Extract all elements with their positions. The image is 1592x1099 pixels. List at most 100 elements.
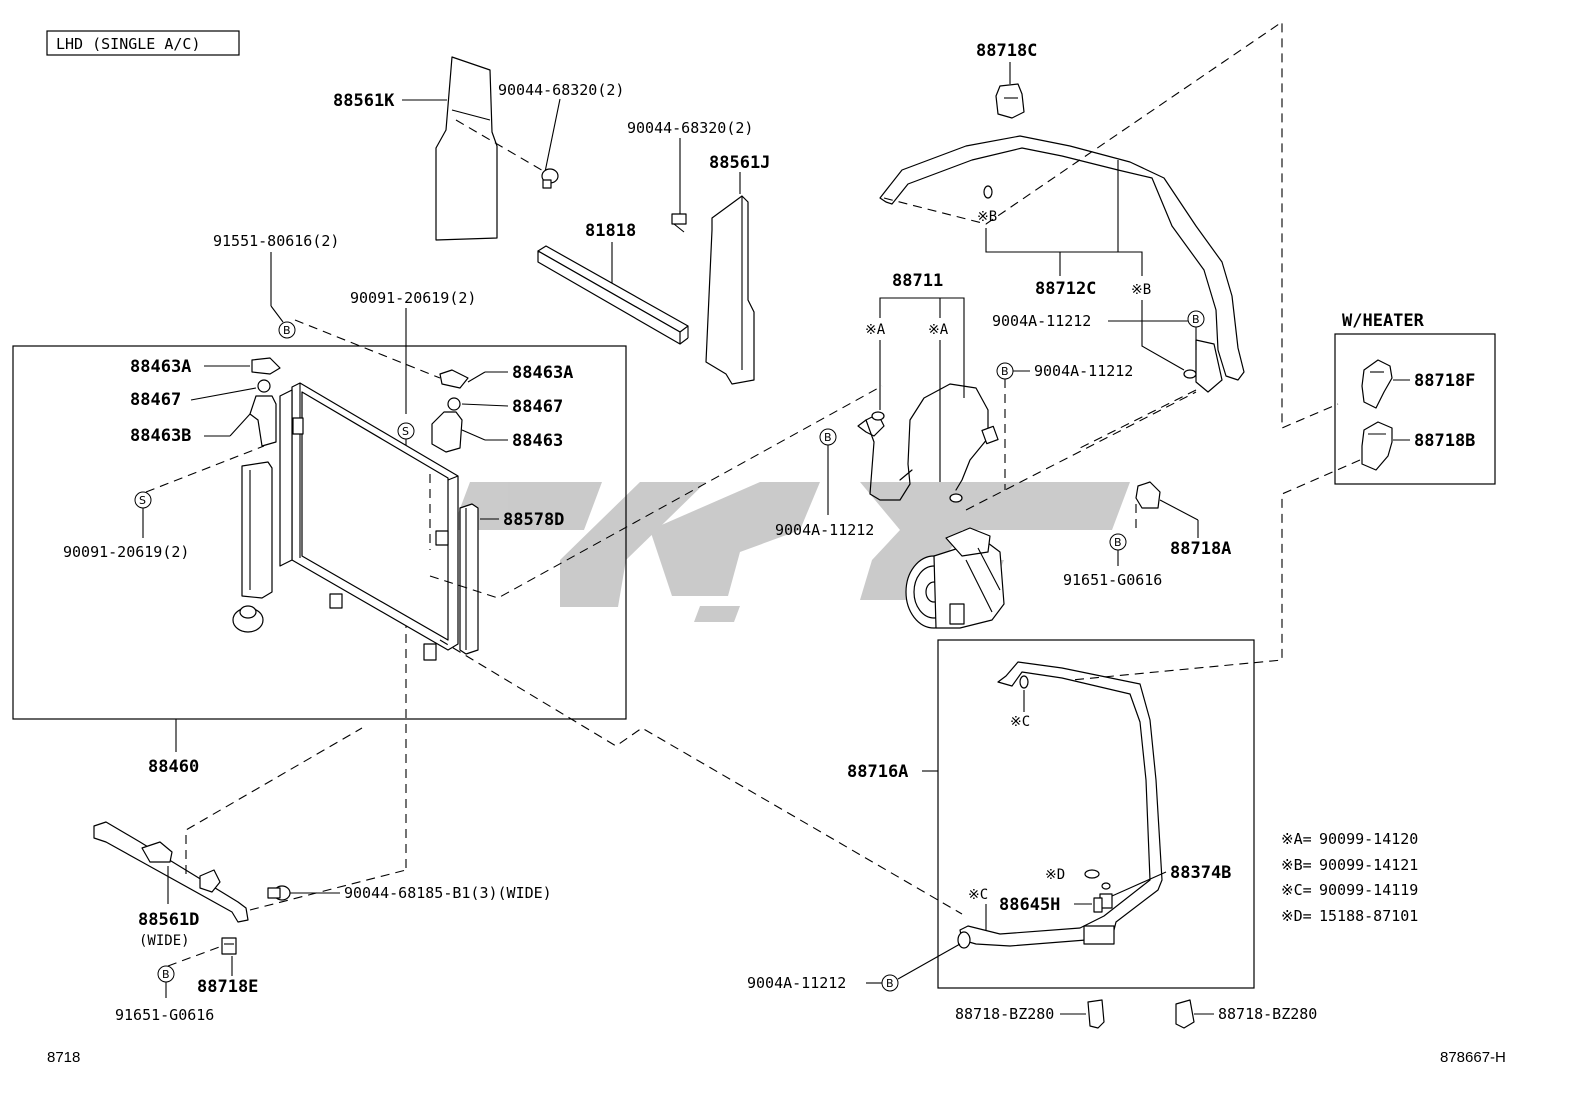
valve-core-88374B	[1099, 882, 1113, 909]
label-88374B[interactable]: 88374B	[1170, 863, 1231, 883]
label-88711[interactable]: 88711	[892, 271, 943, 291]
cap-88645H	[1093, 897, 1103, 913]
hose-88711	[857, 383, 999, 503]
clamp-88718A	[1135, 481, 1161, 509]
discharge-hose-frame	[937, 639, 1255, 989]
clip-bz280-right	[1175, 999, 1195, 1029]
label-91651-right[interactable]: 91651-G0616	[1063, 571, 1162, 589]
label-88467-left[interactable]: 88467	[130, 390, 181, 410]
svg-text:B: B	[1114, 536, 1122, 549]
legend: ※A= 90099-14120 ※B= 90099-14121 ※C= 9009…	[1281, 830, 1418, 925]
legend-part-c: 90099-14119	[1319, 881, 1418, 899]
svg-text:S: S	[402, 425, 409, 438]
clamp-88718B	[1361, 421, 1393, 471]
side-seal	[241, 461, 273, 599]
svg-text:B: B	[1001, 365, 1009, 378]
circle-b-9004A-3: B	[996, 362, 1014, 380]
mark-B1[interactable]: ※B	[977, 209, 997, 225]
circle-b-91651-right: B	[1109, 533, 1127, 551]
label-88718F[interactable]: 88718F	[1414, 371, 1475, 391]
condenser-assembly-frame	[12, 345, 627, 720]
mark-B2[interactable]: ※B	[1131, 282, 1151, 298]
label-90044-68320-b[interactable]: 90044-68320(2)	[627, 119, 753, 137]
seal-88561J	[705, 195, 755, 385]
circle-b-91551: B	[278, 321, 296, 339]
variant-label: LHD (SINGLE A/C)	[56, 35, 201, 53]
label-88467-right[interactable]: 88467	[512, 397, 563, 417]
bolt-90044-68185	[267, 885, 291, 901]
label-88561J[interactable]: 88561J	[709, 153, 770, 173]
bracket-88463A-left	[251, 357, 281, 375]
label-88561D[interactable]: 88561D	[138, 910, 199, 930]
label-90044-68320-a[interactable]: 90044-68320(2)	[498, 81, 624, 99]
label-88460[interactable]: 88460	[148, 757, 199, 777]
circle-b-9004A-1: B	[1187, 310, 1205, 328]
circle-s-top: S	[397, 422, 415, 440]
mark-A1[interactable]: ※A	[865, 322, 886, 338]
label-91551-80616[interactable]: 91551-80616(2)	[213, 232, 339, 250]
label-88716A[interactable]: 88716A	[847, 762, 908, 782]
label-88463A-left[interactable]: 88463A	[130, 357, 191, 377]
label-88718-bz280-left[interactable]: 88718-BZ280	[955, 1005, 1054, 1023]
label-88718-bz280-right[interactable]: 88718-BZ280	[1218, 1005, 1317, 1023]
label-88578D[interactable]: 88578D	[503, 510, 564, 530]
label-88561D-wide[interactable]: (WIDE)	[139, 933, 190, 949]
label-88463A-right[interactable]: 88463A	[512, 363, 573, 383]
mark-D[interactable]: ※D	[1045, 867, 1065, 883]
svg-text:B: B	[162, 968, 170, 981]
condenser-core	[279, 382, 459, 661]
clamp-88718C	[995, 83, 1025, 119]
seal-88578D	[459, 503, 479, 655]
footer-left-code: 8718	[47, 1049, 80, 1066]
label-88712C[interactable]: 88712C	[1035, 279, 1096, 299]
mark-A2[interactable]: ※A	[928, 322, 949, 338]
bracket-88463B	[249, 395, 277, 447]
legend-key-a: ※A=	[1281, 830, 1312, 848]
label-88718A[interactable]: 88718A	[1170, 539, 1231, 559]
seal-88561K	[435, 56, 498, 241]
legend-part-b: 90099-14121	[1319, 856, 1418, 874]
label-88645H[interactable]: 88645H	[999, 895, 1060, 915]
svg-text:S: S	[139, 494, 146, 507]
bolt-90044-68320-b	[671, 213, 687, 233]
label-81818[interactable]: 81818	[585, 221, 636, 241]
cushion	[232, 605, 264, 633]
label-88718B[interactable]: 88718B	[1414, 431, 1475, 451]
svg-text:B: B	[886, 977, 894, 990]
label-90091-top[interactable]: 90091-20619(2)	[350, 289, 476, 307]
variant-box: LHD (SINGLE A/C)	[46, 30, 240, 56]
bracket-88463A-right	[439, 369, 469, 389]
label-91651-left[interactable]: 91651-G0616	[115, 1006, 214, 1024]
label-90044-68185[interactable]: 90044-68185-B1(3)(WIDE)	[344, 884, 552, 902]
label-88718C[interactable]: 88718C	[976, 41, 1037, 61]
pipe-88712C	[879, 135, 1245, 393]
label-88463[interactable]: 88463	[512, 431, 563, 451]
label-88718E[interactable]: 88718E	[197, 977, 258, 997]
legend-part-a: 90099-14120	[1319, 830, 1418, 848]
grommet-88467-right	[447, 397, 461, 411]
pipe-88716A	[957, 661, 1163, 949]
clip-bz280-left	[1087, 999, 1105, 1029]
legend-key-c: ※C=	[1281, 881, 1312, 899]
svg-text:B: B	[283, 324, 291, 337]
legend-key-b: ※B=	[1281, 856, 1312, 874]
circle-b-9004A-2: B	[819, 428, 837, 446]
seal-88561D	[93, 821, 249, 923]
label-9004A-2[interactable]: 9004A-11212	[775, 521, 874, 539]
circle-b-9004A-4: B	[881, 974, 899, 992]
grommet-88467-left	[257, 379, 271, 393]
label-88561K[interactable]: 88561K	[333, 91, 395, 111]
legend-key-d: ※D=	[1281, 907, 1312, 925]
label-9004A-3[interactable]: 9004A-11212	[1034, 362, 1133, 380]
svg-text:B: B	[1192, 313, 1200, 326]
label-9004A-4[interactable]: 9004A-11212	[747, 974, 846, 992]
mark-C2[interactable]: ※C	[968, 887, 988, 903]
label-90091-left[interactable]: 90091-20619(2)	[63, 543, 189, 561]
circle-s-left: S	[134, 491, 152, 509]
watermark-logo	[452, 482, 1130, 622]
label-9004A-1[interactable]: 9004A-11212	[992, 312, 1091, 330]
mark-C1[interactable]: ※C	[1010, 714, 1030, 730]
whheater-title[interactable]: W/HEATER	[1342, 311, 1425, 331]
label-88463B[interactable]: 88463B	[130, 426, 191, 446]
